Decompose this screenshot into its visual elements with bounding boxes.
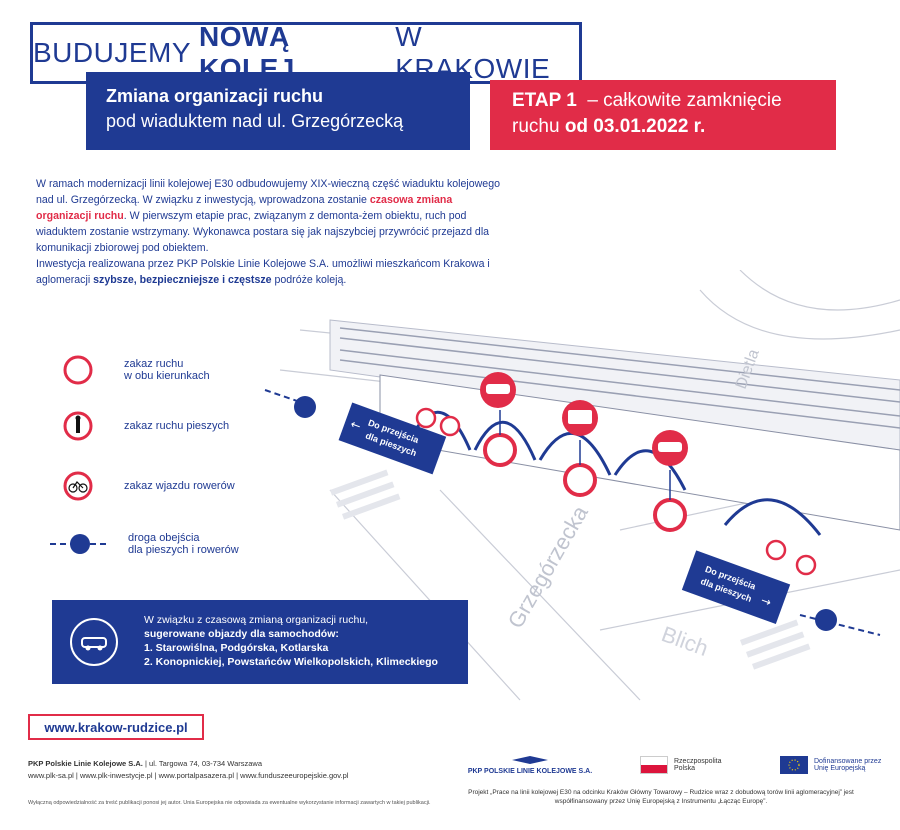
no-pedestrians-icon [439,415,461,437]
intro-highlight: czasowa zmiana organizacji ruchu [36,194,453,222]
detour-line2: sugerowane objazdy dla samochodów: [144,628,339,640]
pkp-logo: PKP POLSKIE LINIE KOLEJOWE S.A. [466,754,594,775]
legend-label: zakaz ruchu pieszych [124,420,230,432]
car-detour-icon [70,618,118,666]
traffic-change-banner: Zmiana organizacji ruchu pod wiaduktem n… [86,72,470,150]
no-pedestrians-icon [765,539,787,561]
detour-path-icon [815,609,837,631]
svg-text:→: → [759,593,773,610]
no-entry-icon [653,498,687,532]
stage-banner: ETAP 1 – całkowite zamknięcie ruchu od 0… [490,80,836,150]
pkp-logo-text: PKP POLSKIE LINIE KOLEJOWE S.A. [467,768,593,775]
no-bicycles-icon [795,554,817,576]
legend-no-bicycles: zakaz wjazdu rowerów [60,468,235,504]
footer-contact: PKP Polskie Linie Kolejowe S.A. | ul. Ta… [28,758,348,782]
intro-p1: W ramach modernizacji linii kolejowej E3… [36,178,500,206]
rp-line1: Rzeczpospolita [674,758,722,765]
title-part2: W KRAKOWIE [395,21,551,84]
stage-label: ETAP 1 [512,90,577,111]
title-part1: BUDUJEMY [33,37,192,68]
no-bicycles-icon [60,468,96,504]
legend-label: w obu kierunkach [124,370,210,382]
footer-company: PKP Polskie Linie Kolejowe S.A. [28,759,143,768]
detour-path-icon [294,396,316,418]
pkp-wings-icon [512,756,548,764]
no-entry-icon [563,463,597,497]
detour-line1: W związku z czasową zmianą organizacji r… [144,614,369,626]
banner-line2: pod wiaduktem nad ul. Grzegórzecką [106,111,404,131]
street-blich-label: Blich [658,621,711,661]
no-pedestrians-icon [60,408,96,444]
no-entry-icon [60,352,96,388]
intro-bold: szybsze, bezpieczniejsze i częstsze [93,274,272,286]
viaduct-illustration: Grzegórzecka Dietla Blich Do przejścia [264,270,900,701]
intro-text: W ramach modernizacji linii kolejowej E3… [36,176,502,288]
no-entry-icon [483,433,517,467]
legend-label: zakaz wjazdu rowerów [124,480,235,492]
intro-p1-rest: . W pierwszym etapie prac, związanym z d… [36,210,490,254]
stage-line1: – całkowite zamknięcie [587,90,782,111]
footer-address: | ul. Targowa 74, 03-734 Warszawa [145,759,263,768]
detour-info-box: W związku z czasową zmianą organizacji r… [52,600,468,684]
detour-path-icon [50,526,110,562]
legend-label: dla pieszych i rowerów [128,544,239,556]
eu-flag-icon [780,756,808,774]
website-link[interactable]: www.krakow-rudzice.pl [28,714,204,740]
eu-line2: Unię Europejską [814,765,866,772]
poland-flag-icon [640,756,668,774]
stage-date: od 03.01.2022 r. [564,116,706,137]
street-grzegorzecka-label: Grzegórzecka [503,501,594,633]
legend-label: zakaz ruchu [124,358,184,370]
eu-line1: Dofinansowane przez [814,758,882,765]
stage-line2-pre: ruchu [512,116,560,137]
svg-text:←: ← [349,417,363,434]
project-note: Projekt „Prace na linii kolejowej E30 na… [468,789,854,805]
footer-links[interactable]: www.plk-sa.pl | www.plk-inwestycje.pl | … [28,771,349,780]
intro-p2-rest: podróże koleją. [274,274,347,286]
rp-line2: Polska [674,765,696,772]
banner-line1: Zmiana organizacji ruchu [106,86,324,106]
pedestrian-crossing-sign-right [681,550,791,625]
no-bicycles-icon [415,407,437,429]
legend-no-pedestrians: zakaz ruchu pieszych [60,408,229,444]
detour-route1: 1. Starowiślna, Podgórska, Kotlarska [144,642,329,654]
intro-p2: Inwestycja realizowana przez PKP Polskie… [36,258,490,286]
legend-label: droga obejścia [128,532,200,544]
detour-route2: 2. Konopnickiej, Powstańców Wielkopolski… [144,656,438,668]
footer-disclaimer: Wyłączną odpowiedzialność za treść publi… [28,800,431,806]
pedestrian-crossing-sign-left [338,402,447,475]
